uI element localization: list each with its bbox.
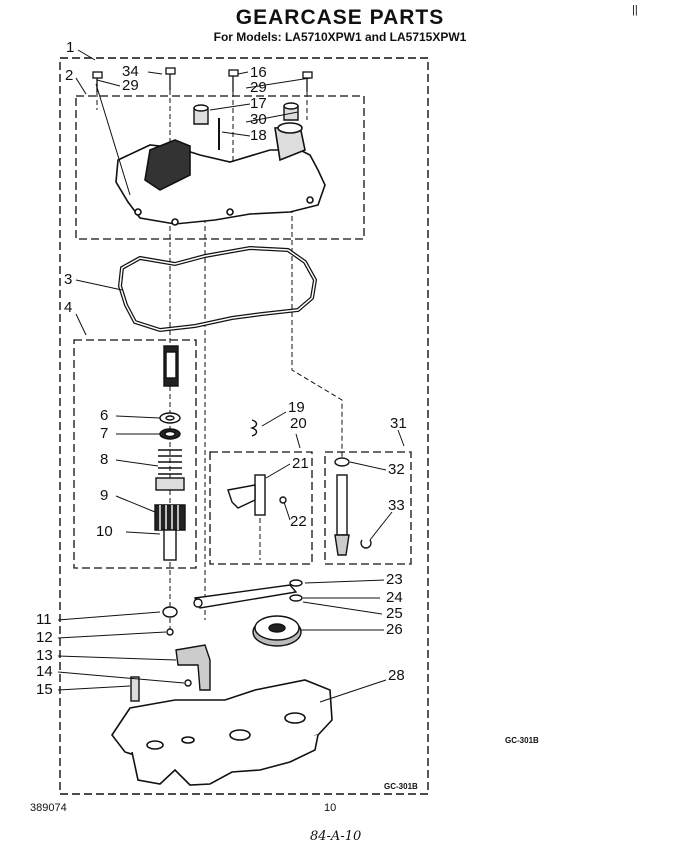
page-number: 10 <box>324 802 337 814</box>
gearcase-cover <box>115 122 326 226</box>
callout-2: 2 <box>65 67 73 84</box>
callout-32: 32 <box>388 461 405 478</box>
callout-16: 16 <box>250 64 267 81</box>
callout-29a: 29 <box>122 77 139 94</box>
document-number: 389074 <box>30 802 67 814</box>
assembly-border <box>59 57 429 795</box>
lower-parts <box>130 606 211 702</box>
callout-25: 25 <box>386 605 403 622</box>
callout-30: 30 <box>250 111 267 128</box>
callout-1: 1 <box>66 39 74 56</box>
callout-23: 23 <box>386 571 403 588</box>
drawing-code-inner: GC-301B <box>384 782 418 791</box>
callout-6: 6 <box>100 407 108 424</box>
shift-fork <box>227 419 287 516</box>
callout-11: 11 <box>36 611 52 628</box>
callout-22: 22 <box>290 513 307 530</box>
callout-31: 31 <box>390 415 407 432</box>
pinion-shaft <box>334 457 372 556</box>
callout-18: 18 <box>250 127 267 144</box>
callout-3: 3 <box>64 271 72 288</box>
callout-21: 21 <box>292 455 309 472</box>
handwritten-note: 84-A-10 <box>310 829 362 844</box>
shaft-assembly-box <box>73 339 197 569</box>
cover-assembly-box <box>75 95 365 240</box>
callout-19: 19 <box>288 399 305 416</box>
callout-28: 28 <box>388 667 405 684</box>
callout-15: 15 <box>36 681 53 698</box>
callout-20: 20 <box>290 415 307 432</box>
callout-9: 9 <box>100 487 108 504</box>
callout-4: 4 <box>64 299 72 316</box>
callout-13: 13 <box>36 647 53 664</box>
callout-34: 34 <box>122 63 139 80</box>
gearcase-base <box>111 679 333 786</box>
callout-7: 7 <box>100 425 108 442</box>
drawing-code: GC-301B <box>505 736 539 745</box>
callout-17: 17 <box>250 95 267 112</box>
pinion-box <box>324 451 412 565</box>
callout-8: 8 <box>100 451 108 468</box>
callout-12: 12 <box>36 629 53 646</box>
shift-fork-box <box>209 451 313 565</box>
page-title: GEARCASE PARTS <box>235 6 445 29</box>
models-subtitle: For Models: LA5710XPW1 and LA5715XPW1 <box>213 30 467 44</box>
screw-icon <box>92 67 313 92</box>
drive-gear <box>193 579 303 647</box>
callout-29b: 29 <box>250 79 267 96</box>
callout-24: 24 <box>386 589 403 606</box>
callout-26: 26 <box>386 621 403 638</box>
callout-33: 33 <box>388 497 405 514</box>
callout-10: 10 <box>96 523 113 540</box>
corner-mark: || <box>632 4 638 16</box>
callout-14: 14 <box>36 663 53 680</box>
bushing-icon <box>193 102 299 125</box>
